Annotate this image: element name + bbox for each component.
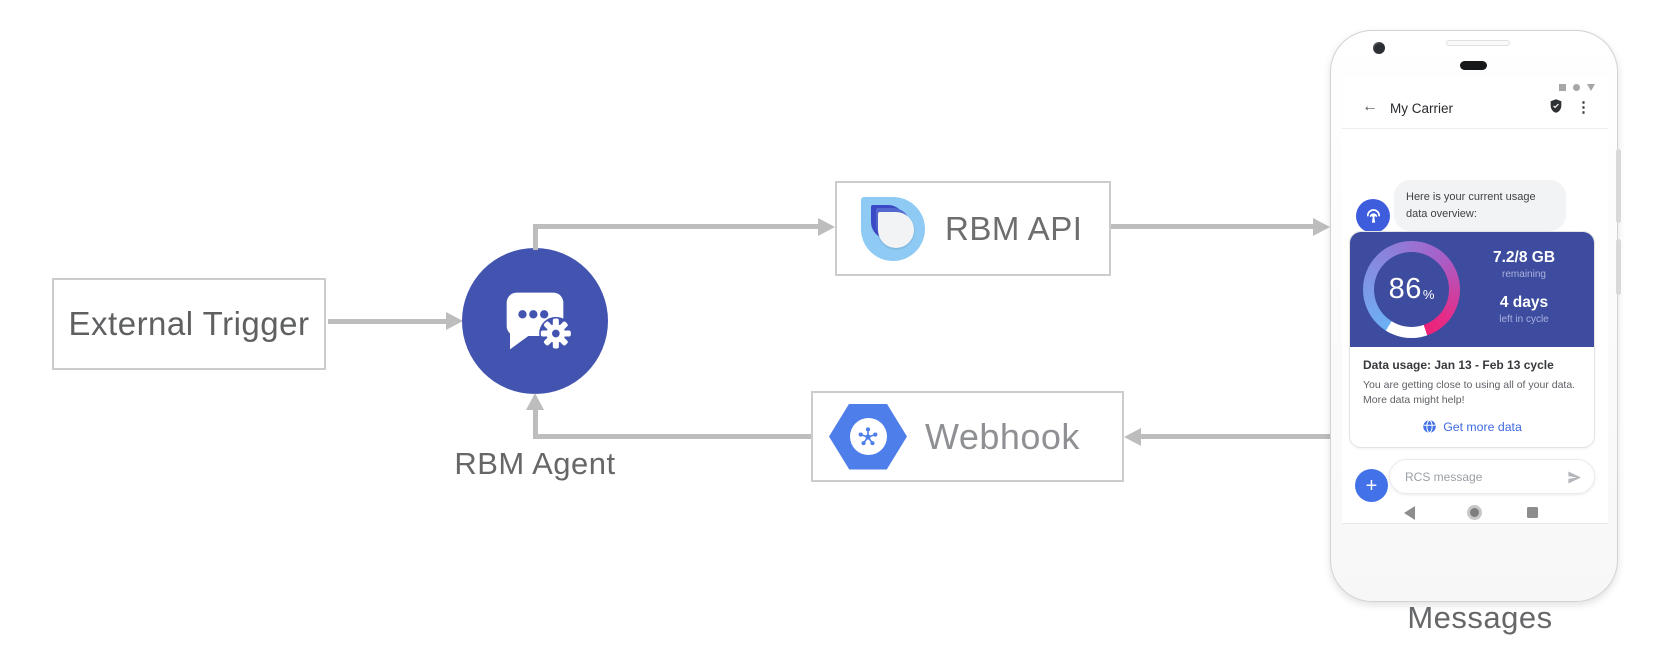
arrow-phone-to-webhook-head — [1124, 428, 1141, 446]
chat-bubble-gear-icon — [506, 292, 573, 351]
webhook-box: Webhook — [811, 391, 1124, 482]
rbm-api-logo-icon — [861, 196, 925, 261]
antenna-hotspot-icon — [1366, 208, 1380, 223]
gauge-percent: 86 — [1388, 273, 1422, 305]
arrow-trigger-to-agent-line — [328, 319, 446, 324]
header-divider — [1342, 128, 1608, 129]
status-triangle-icon — [1587, 84, 1595, 91]
usage-card: 86 % 7.2/8 GB remaining 4 days left in c… — [1349, 231, 1595, 449]
overflow-menu-icon[interactable]: ⋮ — [1576, 99, 1591, 116]
agent-message-bubble: Here is your current usage data overview… — [1394, 180, 1566, 231]
arrow-webhook-to-agent-head — [526, 393, 544, 410]
send-icon[interactable] — [1566, 469, 1583, 486]
get-more-data-button[interactable]: Get more data — [1363, 419, 1581, 434]
phone-camera-dot — [1373, 42, 1385, 54]
arrow-api-to-phone-head — [1313, 218, 1330, 236]
arrow-webhook-to-agent-hline — [533, 434, 811, 439]
rcs-message-input[interactable] — [1405, 460, 1560, 493]
external-trigger-label: External Trigger — [68, 305, 310, 342]
message-input-pill — [1389, 459, 1595, 494]
nav-recents-icon[interactable] — [1527, 507, 1538, 518]
phone-speaker-slot — [1446, 40, 1510, 46]
phone-earpiece — [1460, 61, 1487, 70]
verified-shield-icon — [1550, 99, 1562, 113]
globe-icon — [1423, 420, 1436, 434]
status-bar — [1559, 84, 1595, 91]
arrow-phone-to-webhook-line — [1141, 434, 1330, 439]
nav-back-icon[interactable] — [1404, 506, 1415, 520]
back-arrow-icon[interactable]: ← — [1362, 98, 1378, 115]
arrow-webhook-to-agent-vline — [533, 408, 538, 438]
arrow-api-to-phone-line — [1111, 224, 1313, 229]
messages-caption: Messages — [1407, 600, 1553, 635]
get-more-data-label: Get more data — [1443, 419, 1522, 434]
rbm-agent-label: RBM Agent — [454, 446, 616, 481]
arrow-trigger-to-agent-head — [446, 312, 463, 330]
attach-plus-button[interactable]: + — [1355, 469, 1388, 502]
usage-card-body: Data usage: Jan 13 - Feb 13 cycle You ar… — [1350, 347, 1594, 447]
arrow-agent-to-api-vline — [533, 226, 538, 250]
usage-card-text: You are getting close to using all of yo… — [1363, 379, 1576, 407]
arrow-agent-to-api-head — [818, 218, 835, 236]
phone-power-button — [1616, 239, 1621, 295]
rbm-api-label: RBM API — [945, 209, 1083, 247]
webhook-label: Webhook — [925, 415, 1080, 457]
external-trigger-box: External Trigger — [52, 278, 326, 370]
phone-volume-button — [1616, 149, 1621, 223]
phone-screen: ← My Carrier ⋮ Here is your current usag… — [1342, 77, 1608, 524]
usage-gauge: 86 % — [1363, 241, 1460, 338]
arrow-agent-to-api-hline — [533, 224, 818, 229]
usage-card-header: 86 % 7.2/8 GB remaining 4 days left in c… — [1350, 232, 1594, 347]
phone-mockup: ← My Carrier ⋮ Here is your current usag… — [1330, 30, 1621, 602]
status-circle-icon — [1573, 84, 1580, 91]
rbm-agent-node — [462, 248, 608, 394]
nav-home-icon[interactable] — [1467, 505, 1482, 520]
webhook-hexagon-icon — [829, 403, 907, 470]
remaining-value: 7.2/8 GB — [1492, 249, 1556, 266]
days-label: left in cycle — [1499, 314, 1549, 325]
usage-card-title: Data usage: Jan 13 - Feb 13 cycle — [1363, 358, 1554, 372]
days-value: 4 days — [1499, 294, 1549, 311]
remaining-label: remaining — [1502, 269, 1546, 280]
agent-avatar — [1356, 199, 1390, 233]
conversation-title: My Carrier — [1390, 101, 1453, 116]
status-square-icon — [1559, 84, 1566, 91]
rbm-api-box: RBM API — [835, 181, 1111, 276]
gauge-percent-symbol: % — [1422, 287, 1435, 302]
